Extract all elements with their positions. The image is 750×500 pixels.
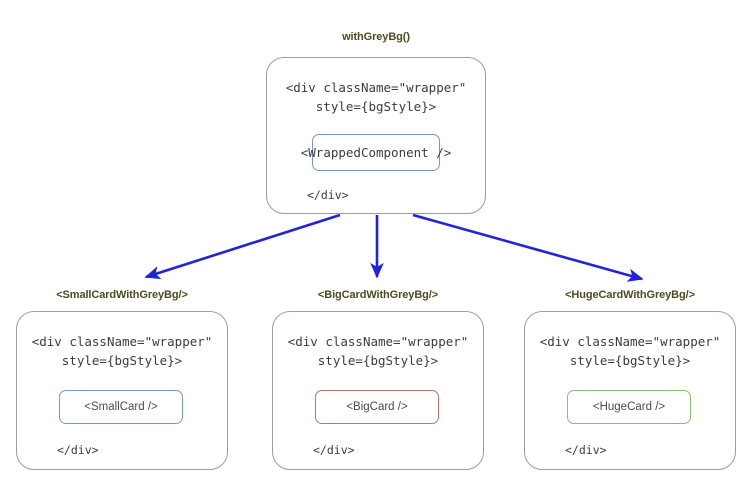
child-huge-label: <HugeCardWithGreyBg/>	[565, 289, 695, 301]
child-big-code-line-2: style={bgStyle}>	[317, 353, 439, 368]
root-inner-component-label: <WrappedComponent />	[300, 145, 452, 160]
child-big-inner-component-label: <BigCard />	[346, 401, 408, 413]
child-huge-inner-component-label: <HugeCard />	[592, 401, 666, 413]
edge-root-to-small	[144, 213, 341, 280]
child-big-closing-tag: </div>	[313, 443, 355, 457]
child-small-code-line-2: style={bgStyle}>	[61, 353, 183, 368]
child-big-code-line-1: <div className="wrapper"	[287, 334, 469, 349]
child-huge-code-line-2: style={bgStyle}>	[569, 353, 691, 368]
child-big-inner-component-box[interactable]: <BigCard />	[315, 390, 439, 424]
child-small-inner-component-box[interactable]: <SmallCard />	[59, 390, 183, 424]
root-node-label: withGreyBg()	[342, 31, 410, 43]
child-huge-code-line-1: <div className="wrapper"	[539, 334, 721, 349]
child-big-box[interactable]: <div className="wrapper" style={bgStyle}…	[272, 311, 484, 470]
edge-root-to-huge	[412, 213, 644, 282]
root-inner-component-box[interactable]: <WrappedComponent />	[301, 134, 451, 171]
child-huge-closing-tag: </div>	[565, 443, 607, 457]
child-small-closing-tag: </div>	[57, 443, 99, 457]
root-code-line-2: style={bgStyle}>	[315, 99, 437, 114]
child-huge-box[interactable]: <div className="wrapper" style={bgStyle}…	[524, 311, 736, 470]
child-big-label: <BigCardWithGreyBg/>	[317, 289, 439, 301]
root-code-line-1: <div className="wrapper"	[285, 80, 467, 95]
root-node-box[interactable]: <div className="wrapper" style={bgStyle}…	[266, 57, 486, 214]
child-huge-inner-component-box[interactable]: <HugeCard />	[567, 390, 691, 424]
child-small-label: <SmallCardWithGreyBg/>	[56, 289, 188, 301]
root-closing-tag: </div>	[307, 188, 349, 202]
child-small-box[interactable]: <div className="wrapper" style={bgStyle}…	[16, 311, 228, 470]
child-small-code-line-1: <div className="wrapper"	[31, 334, 213, 349]
child-small-inner-component-label: <SmallCard />	[84, 401, 158, 413]
